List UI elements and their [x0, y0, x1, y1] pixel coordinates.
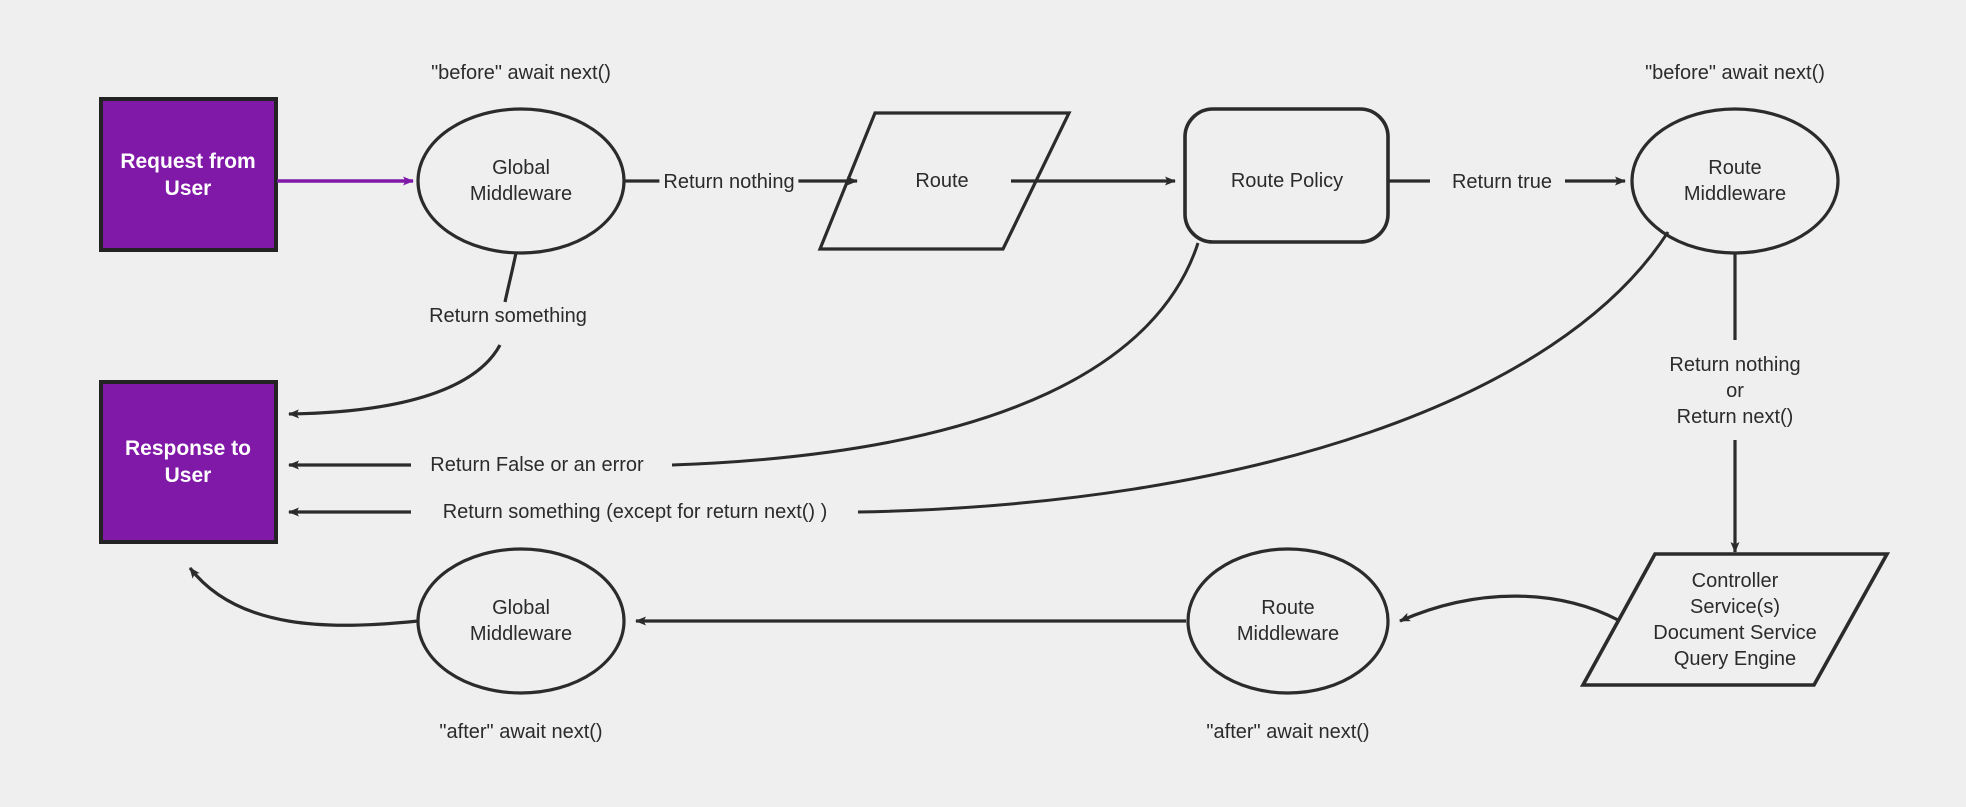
- node-request-from-user[interactable]: [99, 97, 278, 252]
- node-response-to-user[interactable]: [99, 380, 278, 544]
- edge-global-to-response-lower: [288, 344, 502, 419]
- edge-global-to-response-upper: [503, 252, 518, 303]
- node-route[interactable]: [817, 111, 1072, 251]
- node-route-policy[interactable]: [1183, 107, 1390, 244]
- edge-policy-to-response-curve: [671, 242, 1200, 467]
- edge-routemw-to-response-curve: [857, 231, 1670, 514]
- node-global-middleware-before[interactable]: [416, 107, 626, 255]
- node-route-middleware-after[interactable]: [1186, 547, 1390, 695]
- edge-global-after-to-response: [188, 567, 419, 627]
- edge-controller-to-routemw-after: [1399, 594, 1619, 623]
- node-route-middleware-before[interactable]: [1630, 107, 1840, 255]
- node-global-middleware-after[interactable]: [416, 547, 626, 695]
- node-controller-services[interactable]: [1579, 552, 1891, 687]
